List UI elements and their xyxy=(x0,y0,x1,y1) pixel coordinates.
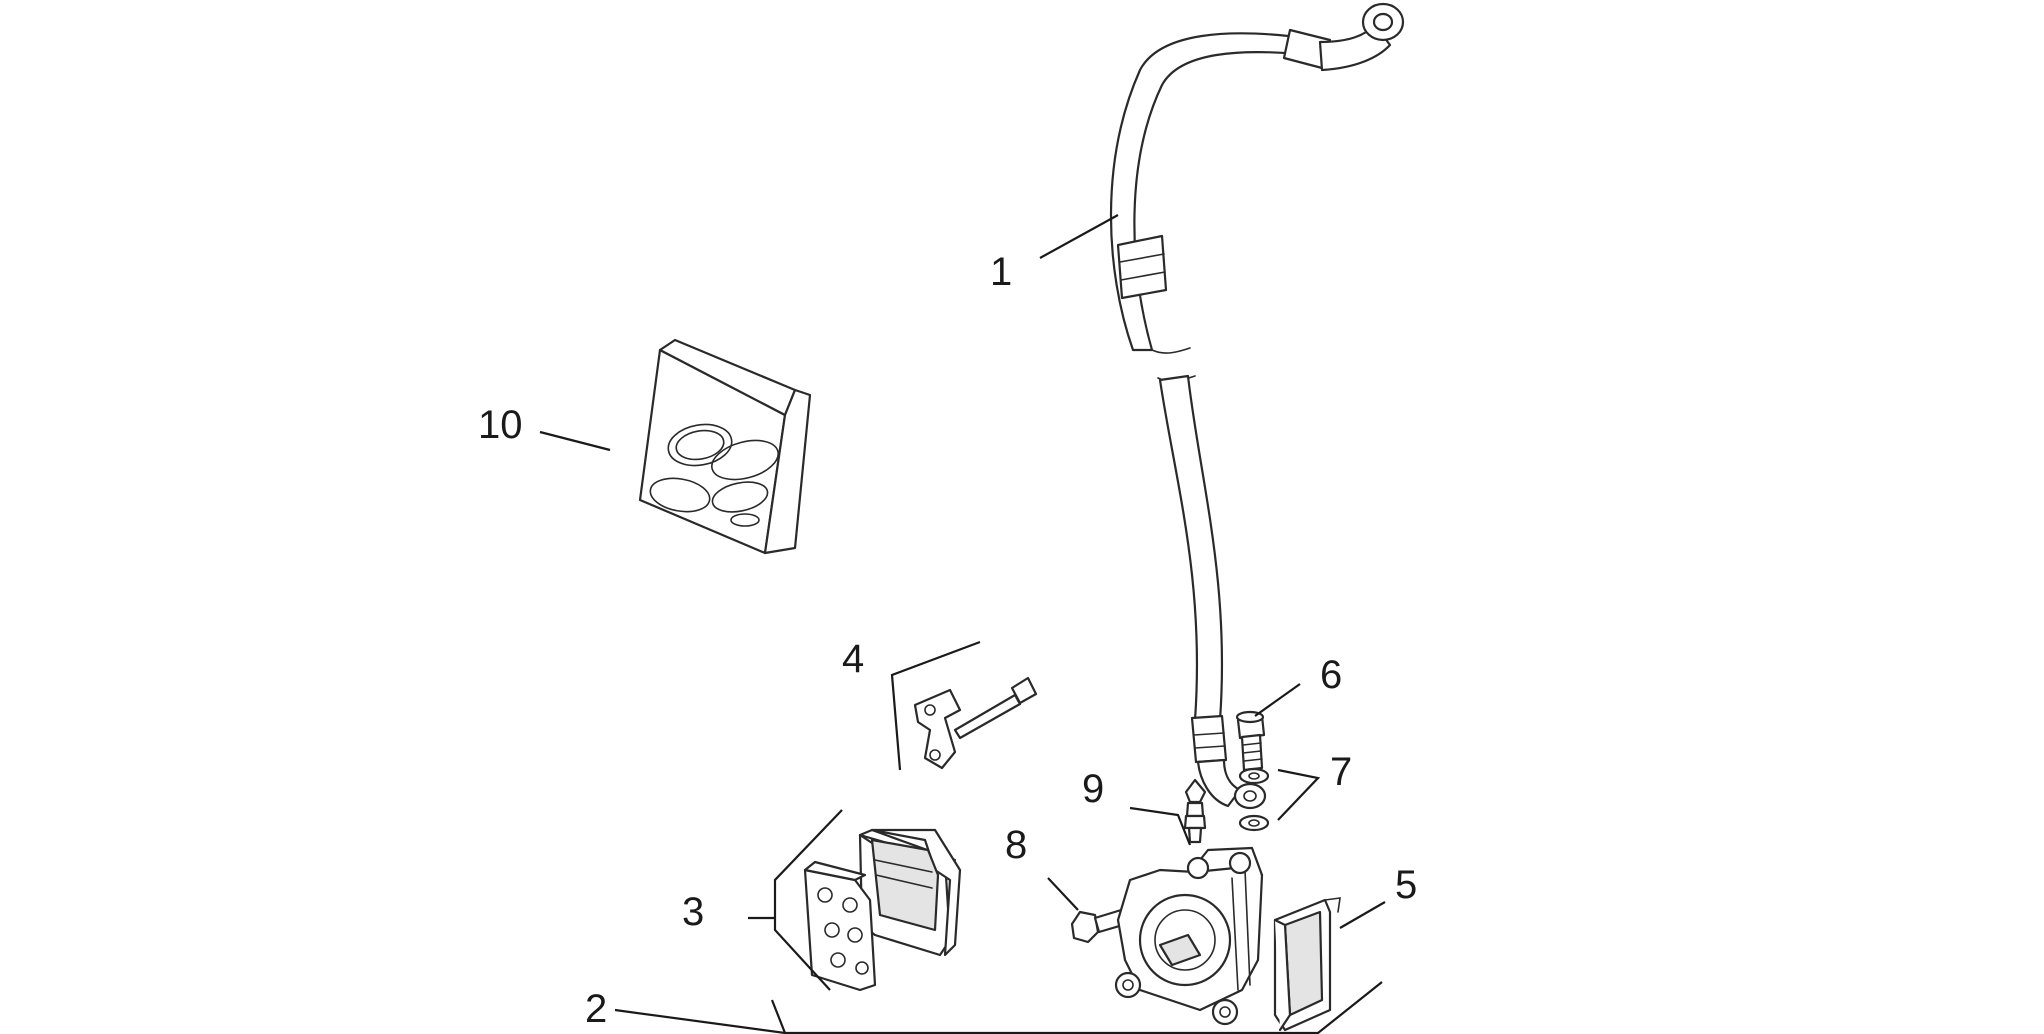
pad-spring-and-pin xyxy=(913,676,1038,770)
callout-3: 3 xyxy=(682,890,704,934)
callout-labels: 1 10 4 6 7 9 8 5 3 2 xyxy=(478,250,1417,1031)
leader-7 xyxy=(1277,768,1321,821)
banjo-bolt xyxy=(1235,710,1266,772)
brake-hose xyxy=(1109,2,1405,808)
seal-kit xyxy=(638,338,812,555)
callout-5: 5 xyxy=(1395,863,1417,907)
callout-9: 9 xyxy=(1082,767,1104,811)
bleed-valve xyxy=(1183,778,1207,844)
leader-2 xyxy=(614,981,1383,1034)
caliper-cover xyxy=(1273,897,1341,1032)
callout-7: 7 xyxy=(1330,750,1352,794)
callout-8: 8 xyxy=(1005,823,1027,867)
leader-2-left xyxy=(770,999,787,1034)
brake-pads xyxy=(803,828,962,992)
leader-4 xyxy=(890,640,981,771)
callout-4: 4 xyxy=(842,637,864,681)
leader-6 xyxy=(1254,683,1301,717)
leader-8 xyxy=(1047,877,1079,911)
callout-1: 1 xyxy=(990,250,1012,294)
leader-5 xyxy=(1339,901,1386,929)
leader-1 xyxy=(1039,214,1119,259)
brake-caliper-assembly xyxy=(1114,846,1264,1026)
sealing-washers xyxy=(1233,767,1270,832)
leader-lines xyxy=(539,214,1386,1034)
leader-9 xyxy=(1129,806,1192,846)
leader-3 xyxy=(773,809,843,991)
callout-6: 6 xyxy=(1320,653,1342,697)
callout-10: 10 xyxy=(478,403,523,447)
leader-10 xyxy=(539,430,611,452)
callout-2: 2 xyxy=(585,987,607,1031)
